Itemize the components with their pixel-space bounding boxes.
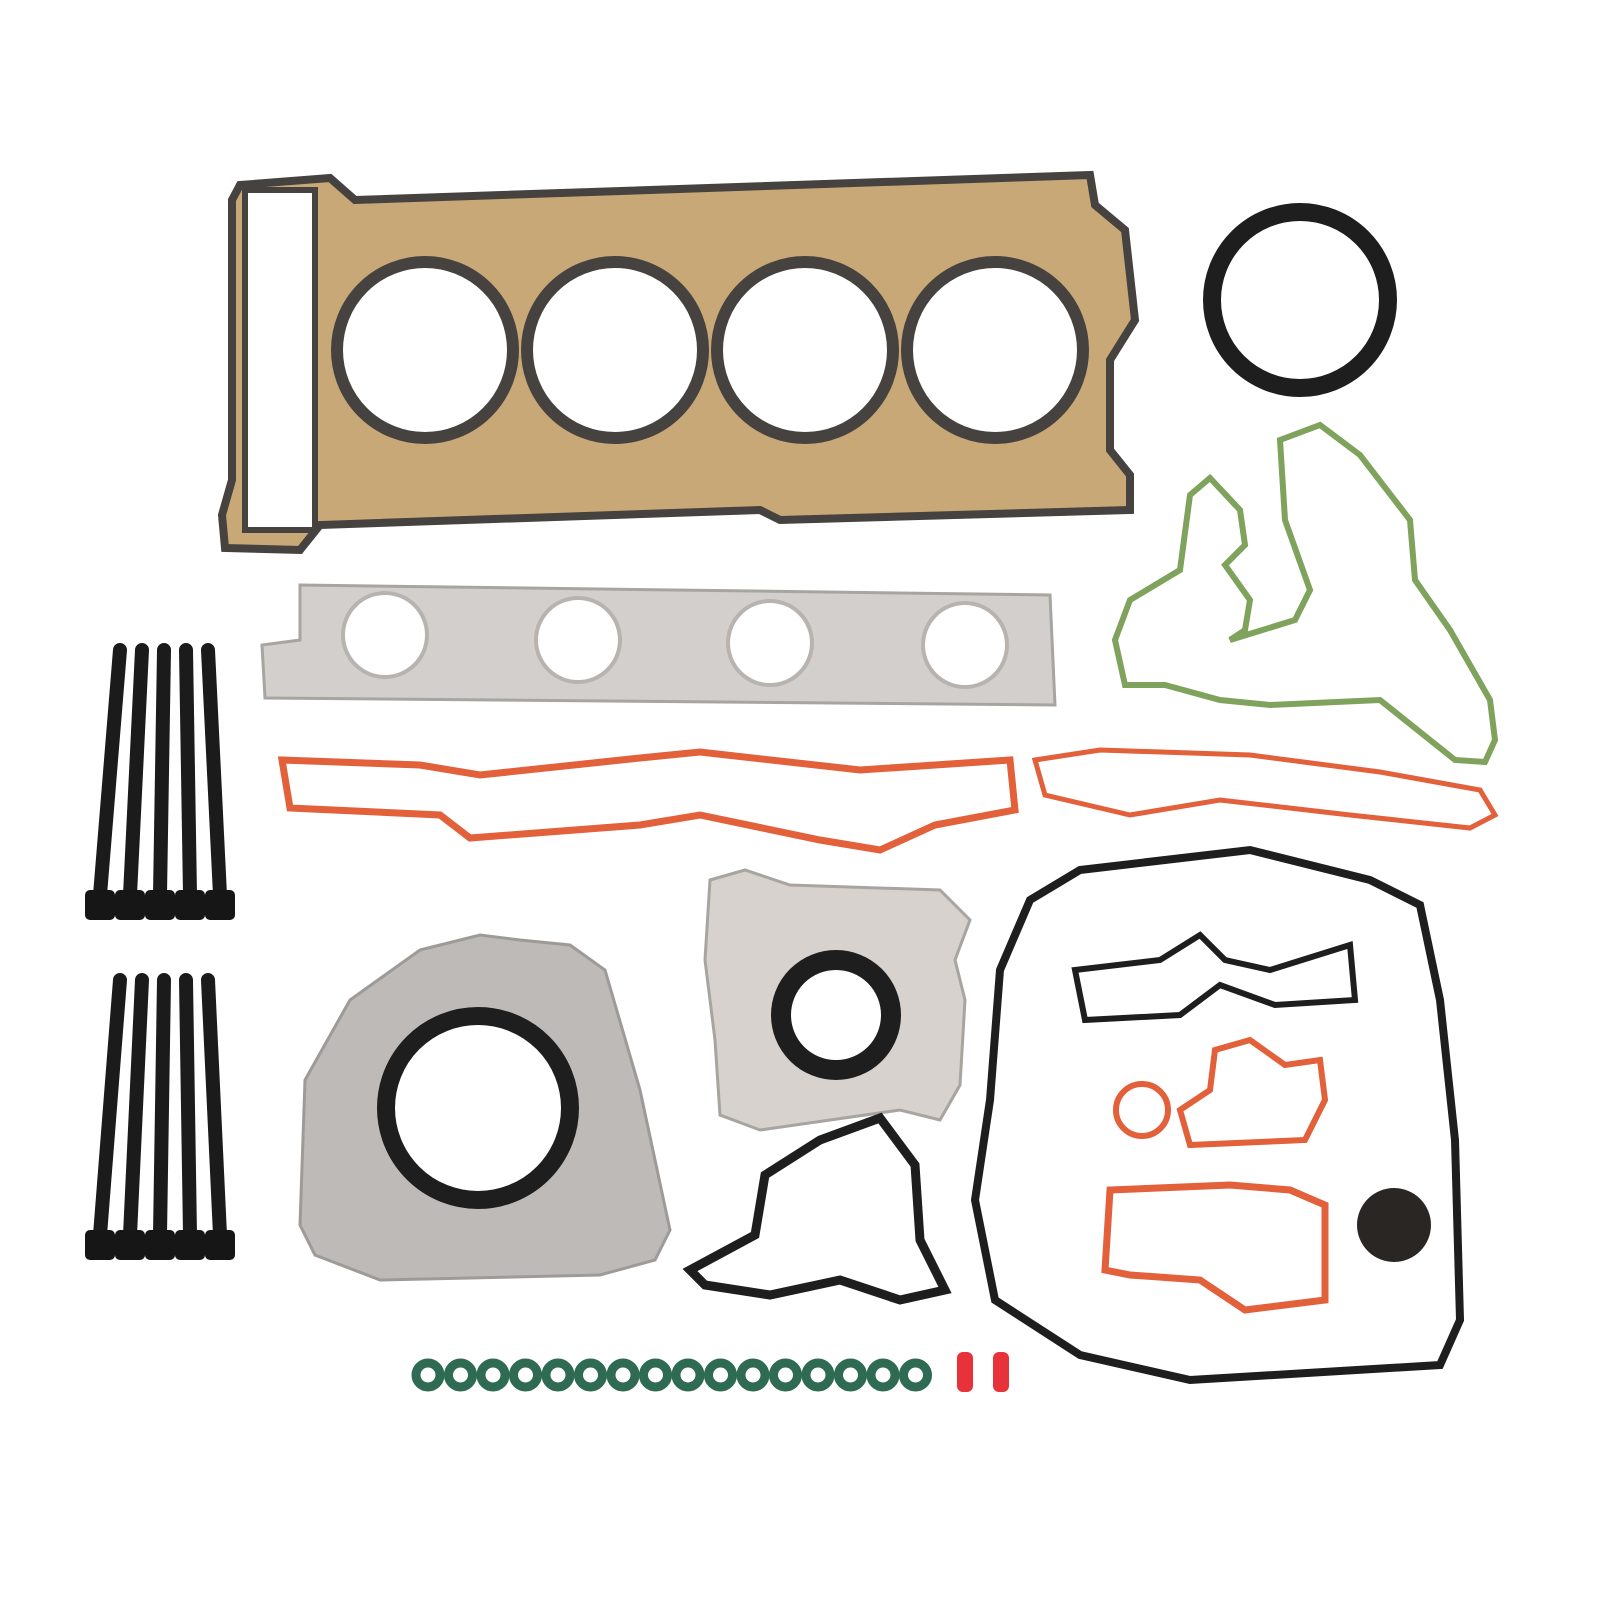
head-bolt	[145, 973, 175, 1260]
red-cap	[957, 1352, 973, 1392]
valve-stem-seal	[444, 1358, 477, 1392]
head-bolt	[85, 643, 127, 920]
exhaust-port	[921, 601, 1009, 689]
exhaust-manifold-gasket	[260, 583, 1057, 707]
red-cap	[993, 1352, 1009, 1392]
head-bolt	[201, 643, 235, 920]
vacuum-pump-gasket	[682, 1112, 952, 1305]
valve-stem-seal	[671, 1358, 705, 1392]
valve-stem-seal	[704, 1358, 737, 1392]
valve-stem-seal	[899, 1358, 932, 1392]
head-bolt	[175, 973, 205, 1260]
exhaust-port	[726, 599, 814, 687]
oil-filter-housing-gasket	[1101, 1181, 1329, 1314]
exhaust-port	[534, 596, 622, 684]
valve-stem-seal	[541, 1358, 575, 1392]
cylinder-bore	[901, 256, 1089, 444]
head-bolt	[115, 973, 149, 1260]
head-bolt	[145, 643, 175, 920]
intake-manifold-gasket-2	[1031, 747, 1499, 831]
valve-stem-seal	[411, 1358, 445, 1392]
cylinder-bore	[711, 256, 899, 444]
timing-cover-gasket	[1111, 421, 1499, 766]
valve-cover-gasket	[970, 845, 1465, 1385]
rear-main-seal	[377, 1007, 579, 1209]
head-bolt	[115, 643, 149, 920]
valve-stem-seal	[574, 1358, 607, 1392]
expansion-plug	[1357, 1188, 1431, 1262]
crankshaft-seal-ring	[1203, 203, 1397, 397]
valve-stem-seal	[606, 1358, 640, 1392]
exhaust-port	[341, 591, 429, 679]
valve-stem-seal	[639, 1358, 672, 1392]
cylinder-bore	[331, 256, 519, 444]
cylinder-bore	[521, 256, 709, 444]
oil-cooler-gasket	[1176, 1036, 1329, 1149]
oil-cooler-ring	[1113, 1081, 1171, 1139]
valve-stem-seal	[736, 1358, 770, 1392]
front-crankshaft-seal	[771, 950, 901, 1080]
head-bolt	[175, 643, 205, 920]
small-black-gasket	[1071, 931, 1359, 1024]
intake-manifold-gasket	[277, 748, 1019, 854]
head-bolt	[85, 973, 127, 1260]
valve-stem-seal	[769, 1358, 802, 1392]
head-bolt	[201, 973, 235, 1260]
valve-stem-seal	[509, 1358, 542, 1392]
valve-stem-seal	[801, 1358, 835, 1392]
valve-stem-seal	[476, 1358, 510, 1392]
valve-stem-seal	[834, 1358, 867, 1392]
valve-stem-seal	[866, 1358, 900, 1392]
